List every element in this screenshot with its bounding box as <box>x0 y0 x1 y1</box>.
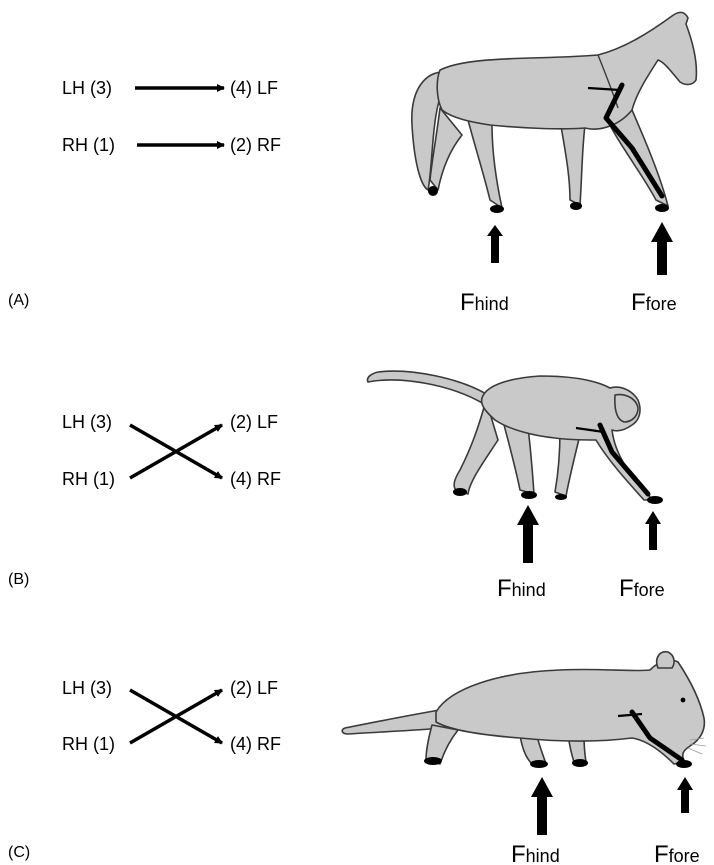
monkey-silhouette-icon <box>366 370 663 504</box>
seq-bottom-left: RH (1) <box>62 469 115 489</box>
force-arrow-icon <box>645 511 661 550</box>
force-hind-label: Fhind <box>497 575 546 602</box>
footfall-sequence: LH (3) (2) LF RH (1) (4) RF <box>62 678 281 754</box>
sequence-arrow <box>129 423 223 480</box>
seq-top-right: (4) LF <box>230 78 278 98</box>
force-fore-label: Ffore <box>654 841 700 865</box>
panel-c: (C) LH (3) (2) LF RH (1) (4) RF <box>8 650 707 865</box>
panel-b: (B) LH (3) (2) LF RH (1) (4) RF <box>8 370 665 602</box>
force-fore-label: Ffore <box>619 575 665 602</box>
seq-top-right: (2) LF <box>230 678 278 698</box>
seq-bottom-right: (4) RF <box>230 734 281 754</box>
horse-silhouette-icon <box>411 11 698 213</box>
opossum-silhouette-icon <box>341 650 707 768</box>
force-hind-label: Fhind <box>460 289 509 316</box>
seq-bottom-left: RH (1) <box>62 734 115 754</box>
force-hind-label: Fhind <box>511 841 560 865</box>
sequence-arrow <box>129 688 223 745</box>
panel-a: (A) LH (3) (4) LF RH (1) (2) RF <box>8 11 698 316</box>
seq-bottom-right: (2) RF <box>230 135 281 155</box>
seq-top-left: LH (3) <box>62 678 112 698</box>
force-arrow-icon <box>531 777 553 835</box>
panel-label: (A) <box>8 292 29 309</box>
footfall-sequence: LH (3) (4) LF RH (1) (2) RF <box>62 78 281 155</box>
seq-bottom-right: (4) RF <box>230 469 281 489</box>
force-arrow-icon <box>487 225 503 263</box>
force-fore-label: Ffore <box>631 289 677 316</box>
footfall-sequence: LH (3) (2) LF RH (1) (4) RF <box>62 412 281 489</box>
seq-top-left: LH (3) <box>62 78 112 98</box>
seq-top-left: LH (3) <box>62 412 112 432</box>
force-arrow-icon <box>517 505 539 563</box>
panel-label: (B) <box>8 571 29 588</box>
seq-bottom-left: RH (1) <box>62 135 115 155</box>
seq-top-right: (2) LF <box>230 412 278 432</box>
force-arrow-icon <box>677 777 693 813</box>
force-arrow-icon <box>651 222 673 275</box>
panel-label: (C) <box>8 844 30 861</box>
